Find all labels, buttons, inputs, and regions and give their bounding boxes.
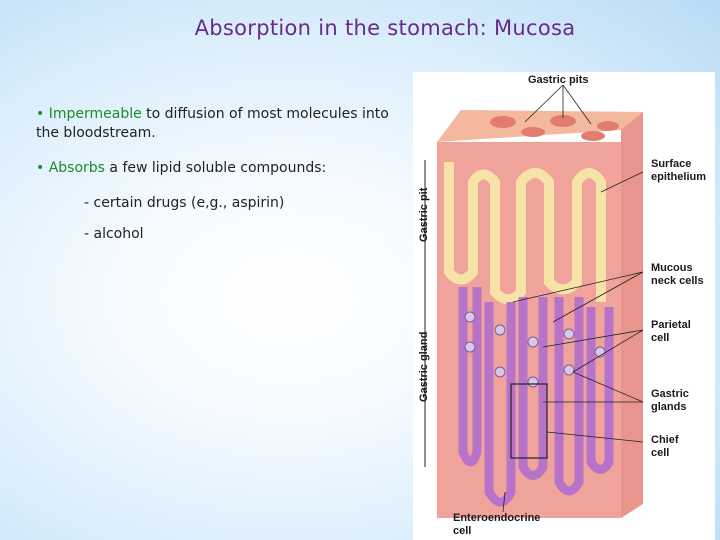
- label-mucous-neck-cells: Mucous neck cells: [651, 262, 704, 287]
- parietal-cells: [464, 311, 606, 388]
- label-gastric-pit-vertical: Gastric pit: [418, 187, 430, 242]
- gastric-gland: [458, 287, 482, 467]
- gastric-pit-opening: [597, 121, 619, 131]
- bullet-marker: •: [36, 106, 45, 122]
- bullet-keyword: Absorbs: [48, 160, 105, 176]
- slide-title: Absorption in the stomach: Mucosa: [194, 16, 576, 40]
- label-chief-cell: Chief cell: [651, 434, 679, 459]
- gastric-gland: [586, 307, 614, 474]
- block-side-face: [621, 112, 643, 518]
- gastric-pit-opening: [581, 131, 605, 141]
- sub-item: - alcohol: [84, 226, 144, 242]
- label-gastric-gland-vertical: Gastric gland: [418, 331, 430, 402]
- gastric-pit-opening: [521, 127, 545, 137]
- gastric-gland: [518, 297, 548, 480]
- mucosa-diagram: [424, 84, 644, 518]
- label-gastric-glands: Gastric glands: [651, 388, 689, 413]
- sub-item: - certain drugs (e,g., aspirin): [84, 195, 285, 211]
- gastric-pit-opening: [550, 115, 576, 127]
- label-surface-epithelium: Surface epithelium: [651, 158, 707, 183]
- gastric-pit-opening: [490, 116, 516, 128]
- gastric-gland: [554, 297, 584, 496]
- label-gastric-pits: Gastric pits: [528, 74, 589, 86]
- gastric-gland: [484, 302, 516, 507]
- label-parietal-cell: Parietal cell: [651, 319, 691, 344]
- mucosa-surface: [437, 110, 643, 142]
- bullet-item: • Impermeable to diffusion of most molec…: [36, 105, 408, 143]
- label-enteroendocrine-cell: Enteroendocrine cell: [453, 512, 541, 537]
- bullet-text: to diffusion of most molecules into the …: [36, 106, 389, 141]
- leader-lines: [502, 84, 644, 513]
- gastric-mucosa-illustration: Gastric pits Surface epithelium Mucous n…: [413, 72, 715, 540]
- bullet-item: • Absorbs a few lipid soluble compounds:: [36, 159, 408, 178]
- bullet-list: • Impermeable to diffusion of most molec…: [36, 105, 408, 256]
- bullet-marker: •: [36, 160, 45, 176]
- surface-epithelium-layer: [444, 162, 606, 305]
- bullet-text: a few lipid soluble compounds:: [104, 160, 327, 176]
- gland-highlight-box: [510, 383, 548, 459]
- bullet-keyword: Impermeable: [48, 106, 142, 122]
- background-ring: [330, 300, 392, 362]
